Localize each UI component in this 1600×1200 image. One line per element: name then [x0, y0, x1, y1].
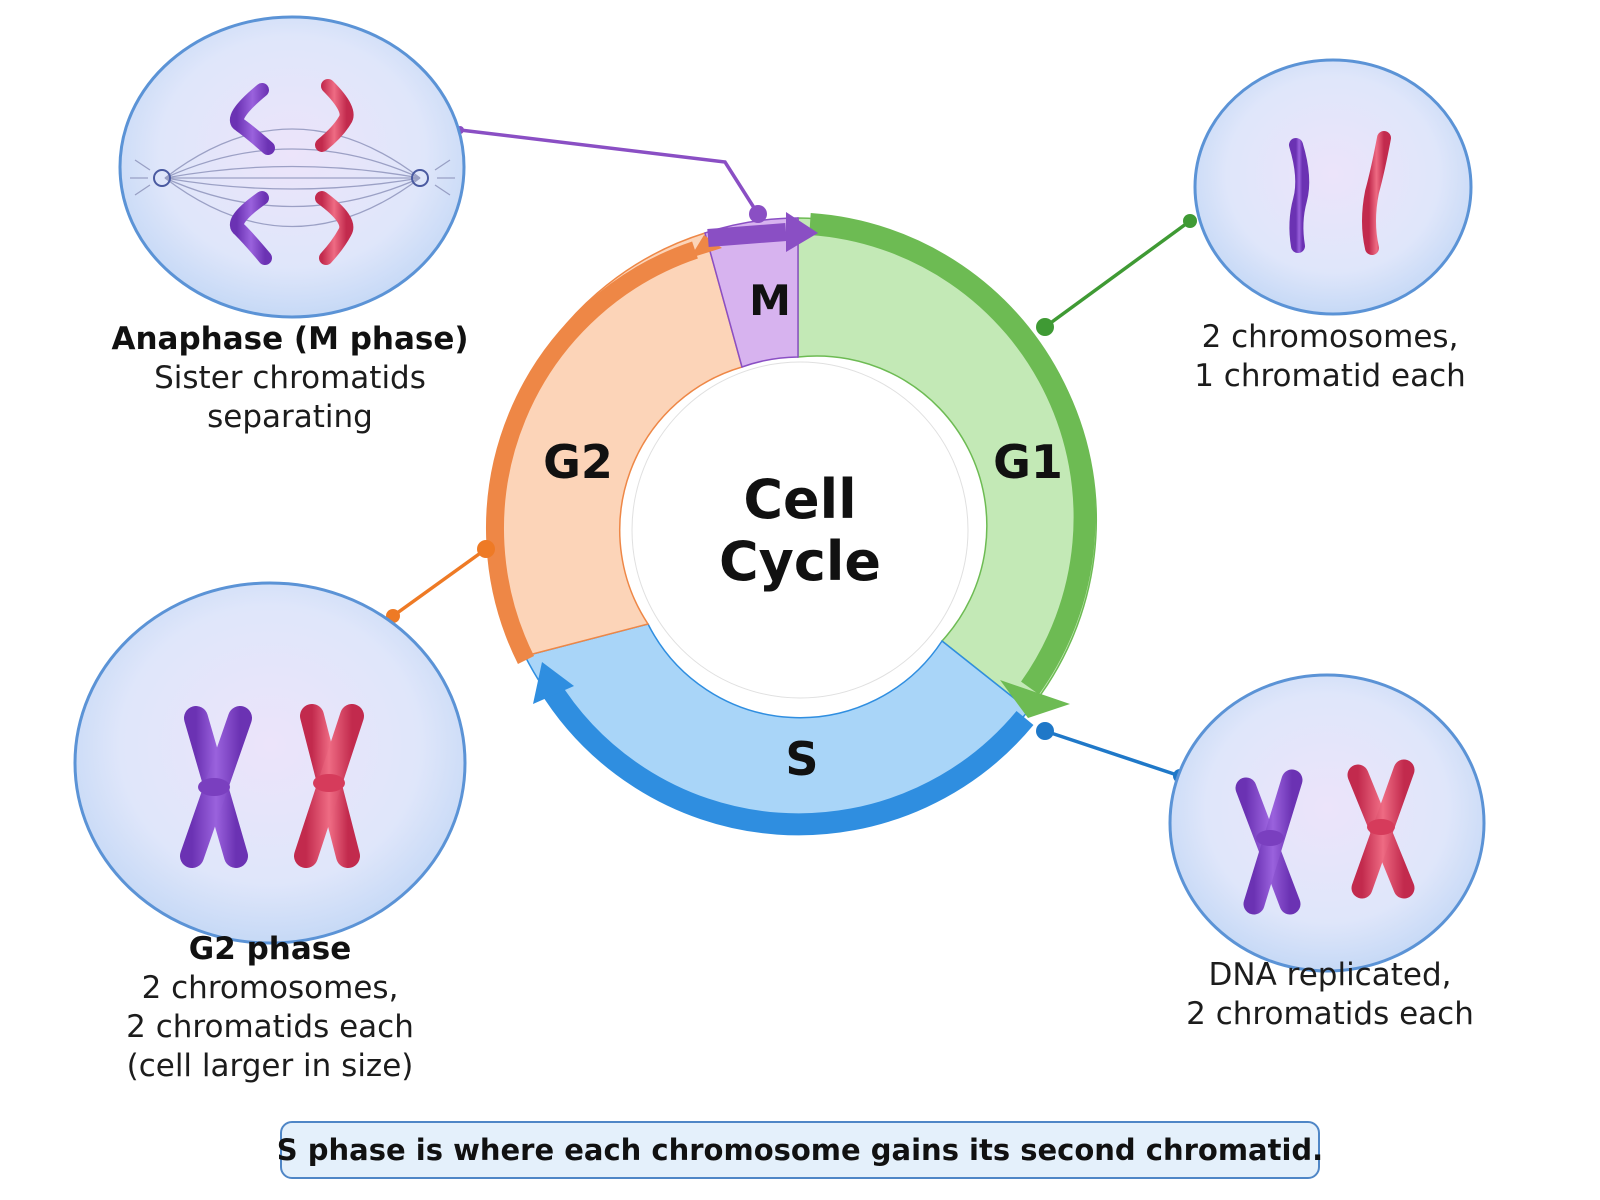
- anaphase-caption: Anaphase (M phase) Sister chromatids sep…: [100, 320, 480, 437]
- leader-dot: [477, 540, 495, 558]
- cell-membrane: [73, 581, 467, 945]
- anaphase-cell: [118, 15, 466, 319]
- g2-cell: [73, 581, 467, 945]
- m-arrow-band: [707, 223, 787, 247]
- center-title-line2: Cycle: [719, 530, 881, 593]
- anaphase-line2: separating: [207, 399, 373, 435]
- g2-line1: 2 chromosomes,: [141, 970, 399, 1006]
- chromosome-red-x: [1347, 759, 1415, 899]
- g2-leader-line: [391, 547, 488, 618]
- g1-leader-line: [1043, 219, 1192, 329]
- leader-dot: [1183, 214, 1197, 228]
- s-arrowhead: [533, 662, 574, 704]
- chromosome-purple-x: [180, 706, 252, 868]
- cell-membrane: [1193, 58, 1473, 316]
- s-phase-label: S: [785, 732, 818, 786]
- g2-arrowhead: [690, 235, 722, 258]
- anaphase-title: Anaphase (M phase): [111, 321, 469, 357]
- g2-line3: (cell larger in size): [126, 1048, 414, 1084]
- center-hole: [631, 361, 969, 699]
- s-arrow-band: [538, 678, 1034, 836]
- s-leader-line: [1044, 729, 1181, 778]
- cell-membrane: [1168, 673, 1486, 973]
- leader-dot: [1036, 722, 1054, 740]
- chromatid-red-bottom: [315, 191, 354, 265]
- g1-line2: 1 chromatid each: [1194, 358, 1466, 394]
- chromatid-purple-top: [229, 83, 275, 155]
- s-line2: 2 chromatids each: [1186, 996, 1474, 1032]
- center-title-line1: Cell: [743, 468, 856, 531]
- anaphase-leader-line: [459, 128, 760, 215]
- g1-phase-label: G1: [993, 435, 1063, 489]
- g1-arrowhead: [1000, 680, 1070, 718]
- chromosome-red-single: [1362, 131, 1391, 255]
- m-arrowhead: [786, 212, 818, 252]
- m-phase-label: M: [749, 276, 791, 325]
- leader-lines: [386, 126, 1197, 783]
- g1-caption: 2 chromosomes, 1 chromatid each: [1120, 318, 1540, 396]
- chromatid-purple-bottom: [229, 191, 272, 265]
- s-line1: DNA replicated,: [1208, 957, 1452, 993]
- centrosome-right: [411, 169, 429, 187]
- centrosome-left: [153, 169, 171, 187]
- leader-dot: [1036, 318, 1054, 336]
- g2-line2: 2 chromatids each: [126, 1009, 414, 1045]
- g2-caption: G2 phase 2 chromosomes, 2 chromatids eac…: [60, 930, 480, 1086]
- chromosome-purple-single: [1289, 138, 1310, 253]
- g2-phase-label: G2: [543, 435, 613, 489]
- g1-cell: [1193, 58, 1473, 316]
- chromosome-purple-x: [1235, 769, 1303, 915]
- anaphase-line1: Sister chromatids: [154, 360, 426, 396]
- leader-dot: [749, 205, 767, 223]
- cycle-wheel: Cell Cycle M G1 S G2: [486, 212, 1097, 836]
- g2-arrow-band: [486, 241, 698, 665]
- chromosome-red-x: [294, 704, 364, 868]
- spindle-fibers: [130, 128, 455, 228]
- g1-arrow-band: [809, 213, 1096, 695]
- summary-note: S phase is where each chromosome gains i…: [277, 1121, 1323, 1179]
- s-cell: [1168, 673, 1486, 973]
- g1-line1: 2 chromosomes,: [1201, 319, 1459, 355]
- s-caption: DNA replicated, 2 chromatids each: [1110, 956, 1550, 1034]
- g2-title: G2 phase: [188, 931, 352, 967]
- chromatid-red-top: [315, 79, 354, 152]
